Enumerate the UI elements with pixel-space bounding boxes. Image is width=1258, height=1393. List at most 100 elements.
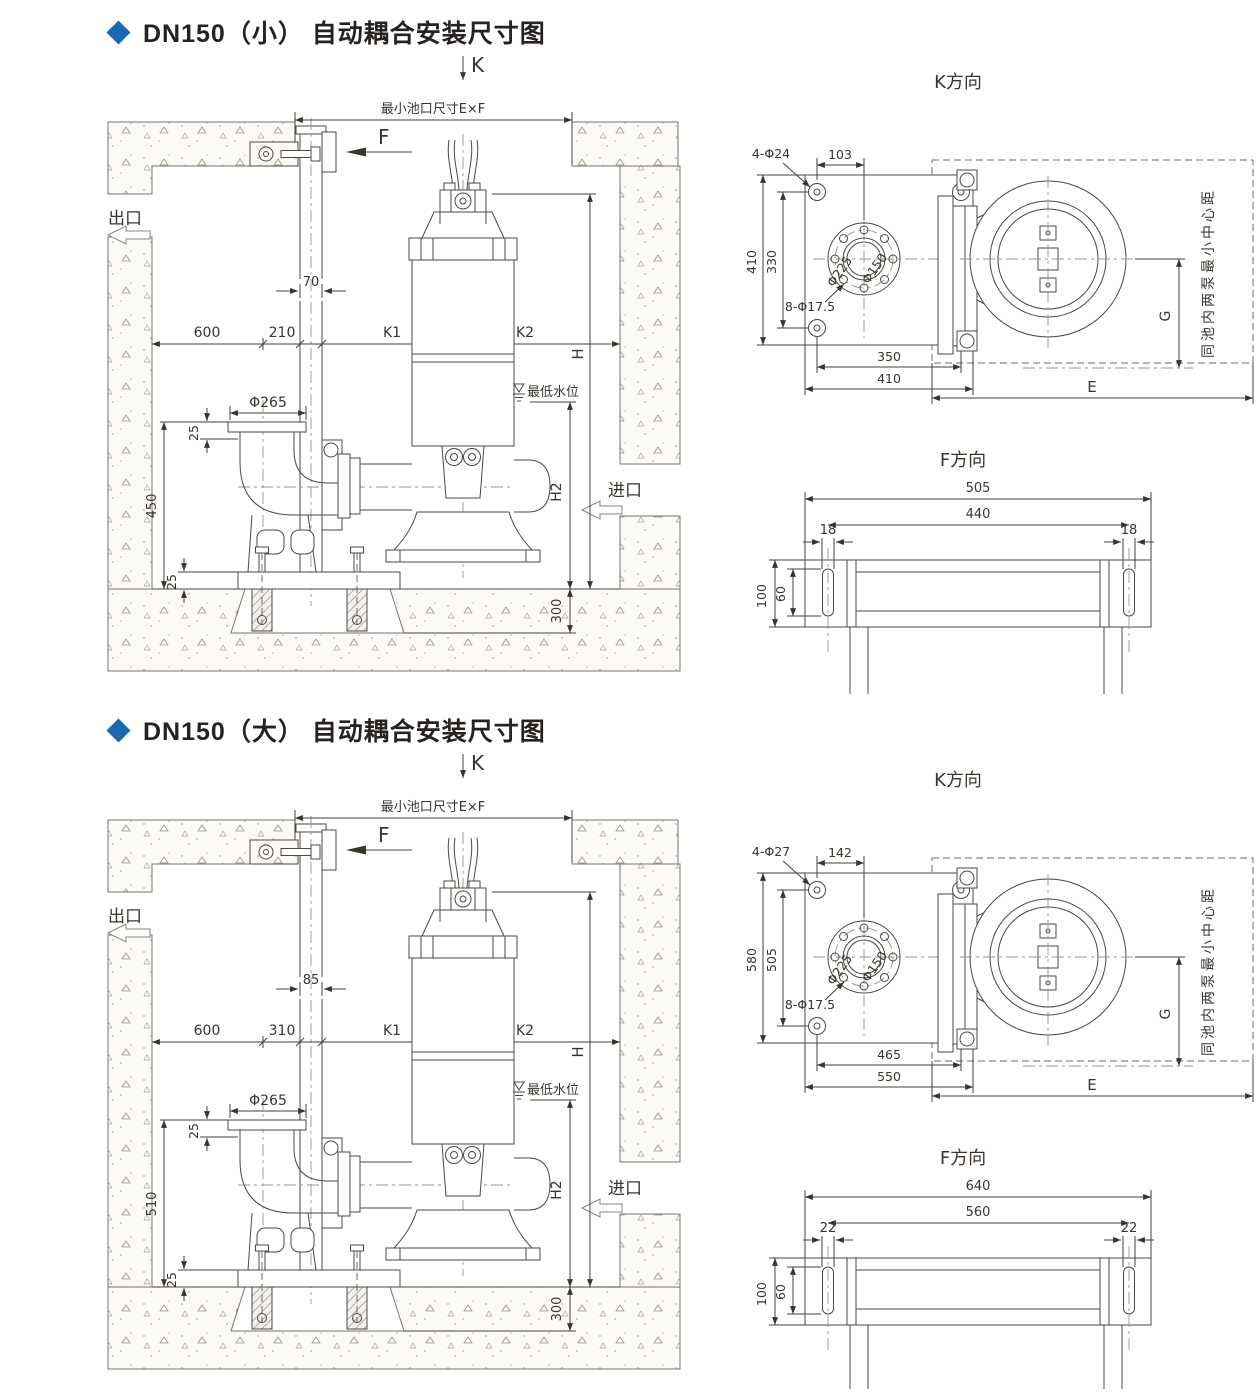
svg-text:25: 25: [186, 425, 201, 441]
svg-text:210: 210: [269, 325, 296, 341]
water-level: 最低水位: [513, 1081, 579, 1100]
width-dim: 505: [804, 481, 1152, 560]
svg-text:100: 100: [754, 584, 769, 608]
svg-text:600: 600: [194, 325, 221, 341]
f-view-title: F方向: [940, 450, 986, 471]
width-dims: 465 550: [804, 1035, 974, 1093]
svg-text:H: H: [569, 1046, 587, 1057]
pump-volute: [960, 874, 1135, 1046]
elbow-height-dim: 450: [145, 421, 200, 589]
svg-text:505: 505: [966, 481, 991, 496]
height-dims: 580 505: [744, 872, 809, 1044]
svg-text:580: 580: [744, 948, 759, 972]
h-dim: H: [492, 891, 600, 1288]
svg-text:最小池口尺寸E×F: 最小池口尺寸E×F: [381, 800, 486, 815]
svg-text:103: 103: [828, 147, 852, 162]
svg-text:25: 25: [186, 1123, 201, 1139]
outlet-arrow-icon: [106, 225, 151, 245]
top-bracket: [249, 839, 321, 865]
flange-dia-dim: Φ265: [229, 1093, 307, 1118]
svg-text:F: F: [378, 823, 390, 847]
outlet-arrow-icon: [106, 923, 151, 943]
coupling-claw: [321, 1137, 361, 1229]
svg-text:最小池口尺寸E×F: 最小池口尺寸E×F: [381, 102, 486, 117]
outlet-label: 出口: [106, 907, 151, 943]
inlet-label: 进口: [580, 481, 642, 520]
flange-offset-dim: 25: [186, 408, 238, 453]
main-dim-row: 600 210 K1 K2: [152, 325, 620, 350]
svg-text:300: 300: [550, 1297, 565, 1322]
foundation-depth-dim: 300: [404, 1287, 576, 1332]
svg-text:Φ265: Φ265: [249, 1093, 287, 1109]
bracket-plate: [804, 1246, 1152, 1389]
slot-width-dims: 18 18: [803, 523, 1154, 569]
discharge-elbow: [227, 421, 401, 590]
svg-text:100: 100: [754, 1282, 769, 1306]
guide-claw-plate: [937, 867, 978, 1053]
k-view-large: K方向 Φ225 Φ150 8-Φ17.5 4-Φ27 142 580: [744, 770, 1254, 1102]
min-center-distance-note: 同池内两泵最小中心距: [1201, 886, 1217, 1056]
svg-text:22: 22: [820, 1221, 837, 1236]
discharge-elbow: [227, 1119, 401, 1288]
f-view-title: F方向: [940, 1148, 986, 1169]
svg-text:142: 142: [828, 845, 852, 860]
k-view-title: K方向: [934, 72, 982, 93]
corner-bolts-callout: 4-Φ24: [752, 146, 811, 188]
svg-text:25: 25: [164, 574, 179, 590]
e-dim: E: [931, 363, 1254, 404]
rail-width-dim: 70: [276, 275, 346, 298]
offset-dim: 103: [816, 147, 865, 220]
diamond-bullet-icon: [106, 19, 131, 45]
svg-text:K1: K1: [383, 325, 401, 341]
coupling-claw: [321, 439, 361, 531]
base-plate-dim: 25: [164, 1256, 238, 1301]
svg-text:18: 18: [1121, 523, 1138, 538]
flange-dia-dim: Φ265: [229, 395, 307, 420]
elbow-height-dim: 510: [145, 1119, 200, 1287]
svg-text:4-Φ27: 4-Φ27: [752, 844, 790, 859]
svg-text:560: 560: [966, 1205, 991, 1220]
svg-text:8-Φ17.5: 8-Φ17.5: [785, 997, 835, 1012]
top-bracket: [249, 141, 321, 167]
svg-text:505: 505: [764, 948, 779, 972]
bolt-span-dim: 440: [828, 507, 1129, 528]
svg-text:4-Φ24: 4-Φ24: [752, 146, 790, 161]
main-dim-row: 600 310 K1 K2: [152, 1023, 620, 1048]
k-direction-arrow: K: [460, 54, 485, 80]
k-view-title: K方向: [934, 770, 982, 791]
submersible-pump: [360, 139, 551, 563]
rail-width-dim: 85: [276, 973, 346, 996]
flange-bolts-callout: 8-Φ17.5: [785, 283, 845, 314]
height-dims: 100 60: [754, 1257, 821, 1326]
svg-text:310: 310: [269, 1023, 296, 1039]
svg-text:440: 440: [966, 507, 991, 522]
svg-text:G: G: [1158, 311, 1174, 322]
f-direction-arrow: F: [346, 823, 412, 855]
svg-text:85: 85: [303, 973, 320, 988]
anchor-bolts: [251, 1251, 368, 1330]
section-1-header: DN150（小） 自动耦合安装尺寸图: [106, 14, 546, 50]
f-view-large: F方向 640 560 22 22 100 60: [754, 1148, 1154, 1389]
svg-text:K1: K1: [383, 1023, 401, 1039]
width-dim: 640: [804, 1179, 1152, 1258]
svg-text:K2: K2: [516, 325, 534, 341]
g-dim: G: [1023, 956, 1193, 1067]
section-1-title: DN150（小） 自动耦合安装尺寸图: [143, 20, 546, 48]
guide-rail: [295, 816, 337, 1304]
anchor-bolts: [251, 553, 368, 632]
f-direction-arrow: F: [346, 125, 412, 157]
h2-dim: H2: [530, 1099, 576, 1287]
outlet-label: 出口: [106, 209, 151, 245]
svg-text:300: 300: [550, 599, 565, 624]
width-dims: 350 410: [804, 337, 974, 395]
svg-text:450: 450: [145, 494, 160, 519]
inlet-arrow-icon: [580, 500, 623, 520]
svg-text:60: 60: [773, 586, 788, 602]
svg-text:22: 22: [1121, 1221, 1138, 1236]
svg-text:60: 60: [773, 1284, 788, 1300]
svg-text:K: K: [471, 54, 485, 77]
k-direction-arrow: K: [460, 752, 485, 778]
svg-text:F: F: [378, 125, 390, 149]
svg-text:640: 640: [966, 1179, 991, 1194]
